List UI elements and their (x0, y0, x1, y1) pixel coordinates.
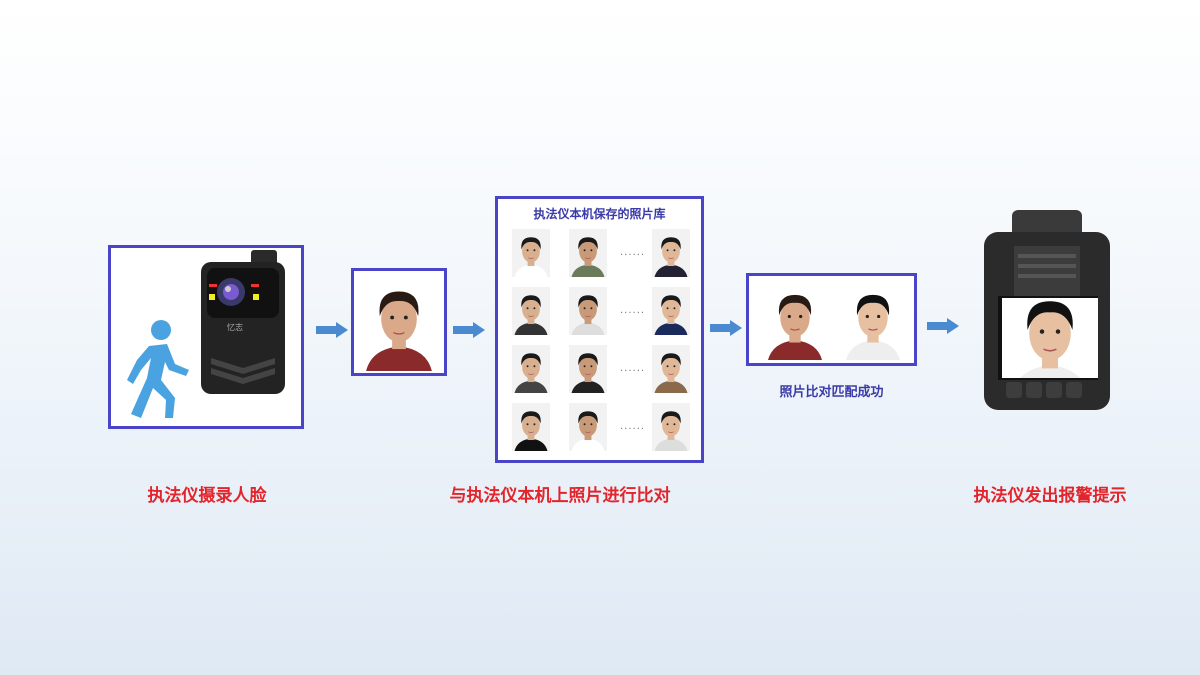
arrow-icon (316, 322, 348, 338)
match-frame (746, 273, 917, 366)
library-face-photo (650, 345, 692, 393)
match-caption: 照片比对匹配成功 (779, 385, 884, 400)
step-1-label: 执法仪摄录人脸 (147, 486, 267, 506)
library-face-photo (567, 229, 609, 277)
library-face-photo (567, 403, 609, 451)
step-3-label: 执法仪发出报警提示 (973, 486, 1127, 506)
library-face-photo (567, 345, 609, 393)
arrow-icon (453, 322, 485, 338)
more-photos-ellipsis: ...... (620, 247, 646, 258)
library-face-photo (650, 229, 692, 277)
captured-face-photo (357, 275, 441, 371)
library-face-photo (510, 287, 552, 335)
library-face-photo (510, 345, 552, 393)
library-face-photo (650, 287, 692, 335)
library-face-photo (567, 287, 609, 335)
step-2-label: 与执法仪本机上照片进行比对 (449, 486, 671, 506)
library-face-photo (839, 281, 907, 361)
captured-face-photo (761, 281, 829, 361)
more-photos-ellipsis: ...... (620, 421, 646, 432)
alert-screen-face (1002, 282, 1098, 394)
body-camera-image (201, 250, 285, 394)
photo-library-frame: 执法仪本机保存的照片库 ........................ (495, 196, 704, 463)
more-photos-ellipsis: ...... (620, 305, 646, 316)
arrow-icon (710, 320, 742, 336)
more-photos-ellipsis: ...... (620, 363, 646, 374)
capture-frame: 忆志 (108, 245, 304, 429)
library-face-photo (650, 403, 692, 451)
library-face-photo (510, 229, 552, 277)
camera-logo: 忆志 (227, 323, 243, 332)
captured-face-frame (351, 268, 447, 376)
photo-library-title: 执法仪本机保存的照片库 (533, 207, 666, 221)
walking-person-icon (127, 320, 189, 418)
library-face-photo (510, 403, 552, 451)
arrow-icon (927, 318, 959, 334)
